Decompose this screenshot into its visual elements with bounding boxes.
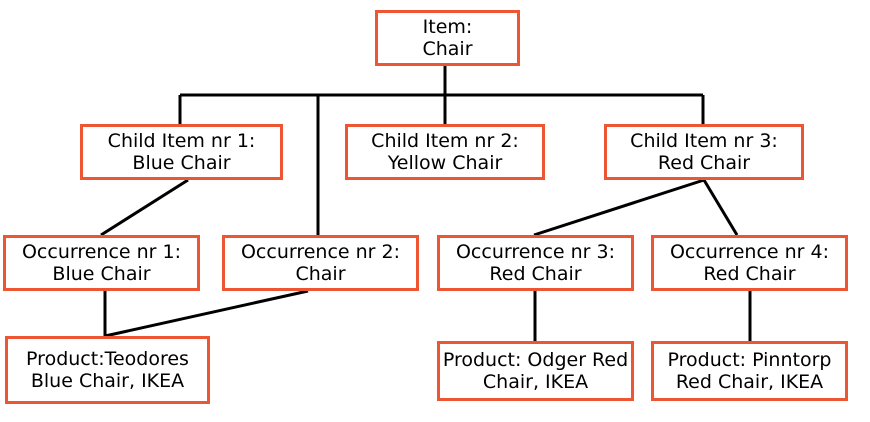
node-label-line2: Blue Chair: [132, 152, 231, 174]
node-child-item-2[interactable]: Child Item nr 2:Yellow Chair: [345, 124, 545, 180]
node-label-line1: Product:Teodores: [26, 347, 189, 370]
node-label-line2: Red Chair: [703, 263, 796, 285]
node-label-line2: Chair: [422, 38, 473, 60]
node-label-line2: Chair, IKEA: [482, 371, 589, 393]
edge-child-1-to-occurrence-1: [100, 178, 189, 237]
node-label-line2: Yellow Chair: [387, 152, 503, 174]
edge-occurrence-2-to-product-teodores: [104, 289, 309, 338]
node-label-line1: Child Item nr 2:: [371, 129, 519, 152]
edge-child-3-to-occurrence-4: [702, 179, 739, 236]
node-label-line2: Red Chair: [489, 263, 582, 285]
node-item-chair[interactable]: Item:Chair: [375, 10, 520, 66]
node-label-line1: Occurrence nr 1:: [21, 240, 182, 263]
node-label-line1: Occurrence nr 2:: [240, 240, 401, 263]
node-occurrence-1[interactable]: Occurrence nr 1:Blue Chair: [3, 235, 200, 291]
node-label-line1: Product: Odger Red: [442, 348, 629, 371]
node-occurrence-4[interactable]: Occurrence nr 4:Red Chair: [651, 235, 848, 291]
node-label-line2: Chair: [295, 263, 346, 285]
node-child-item-3[interactable]: Child Item nr 3:Red Chair: [604, 124, 804, 180]
edge-child-3-to-occurrence-3: [533, 178, 705, 237]
node-label-line1: Product: Pinntorp: [667, 348, 832, 371]
node-label-line1: Child Item nr 3:: [630, 129, 778, 152]
node-label-line2: Blue Chair, IKEA: [30, 370, 185, 392]
node-label-line2: Red Chair: [657, 152, 751, 174]
node-child-item-1[interactable]: Child Item nr 1:Blue Chair: [80, 124, 283, 180]
node-label-line1: Child Item nr 1:: [107, 129, 256, 152]
node-label-line1: Item:: [422, 15, 473, 38]
node-occurrence-2[interactable]: Occurrence nr 2:Chair: [222, 235, 419, 291]
node-label-line2: Red Chair, IKEA: [675, 371, 824, 393]
node-label-line1: Occurrence nr 3:: [455, 240, 616, 263]
node-label-line2: Blue Chair: [52, 263, 151, 285]
node-label-line1: Occurrence nr 4:: [669, 240, 830, 263]
node-occurrence-3[interactable]: Occurrence nr 3:Red Chair: [437, 235, 634, 291]
